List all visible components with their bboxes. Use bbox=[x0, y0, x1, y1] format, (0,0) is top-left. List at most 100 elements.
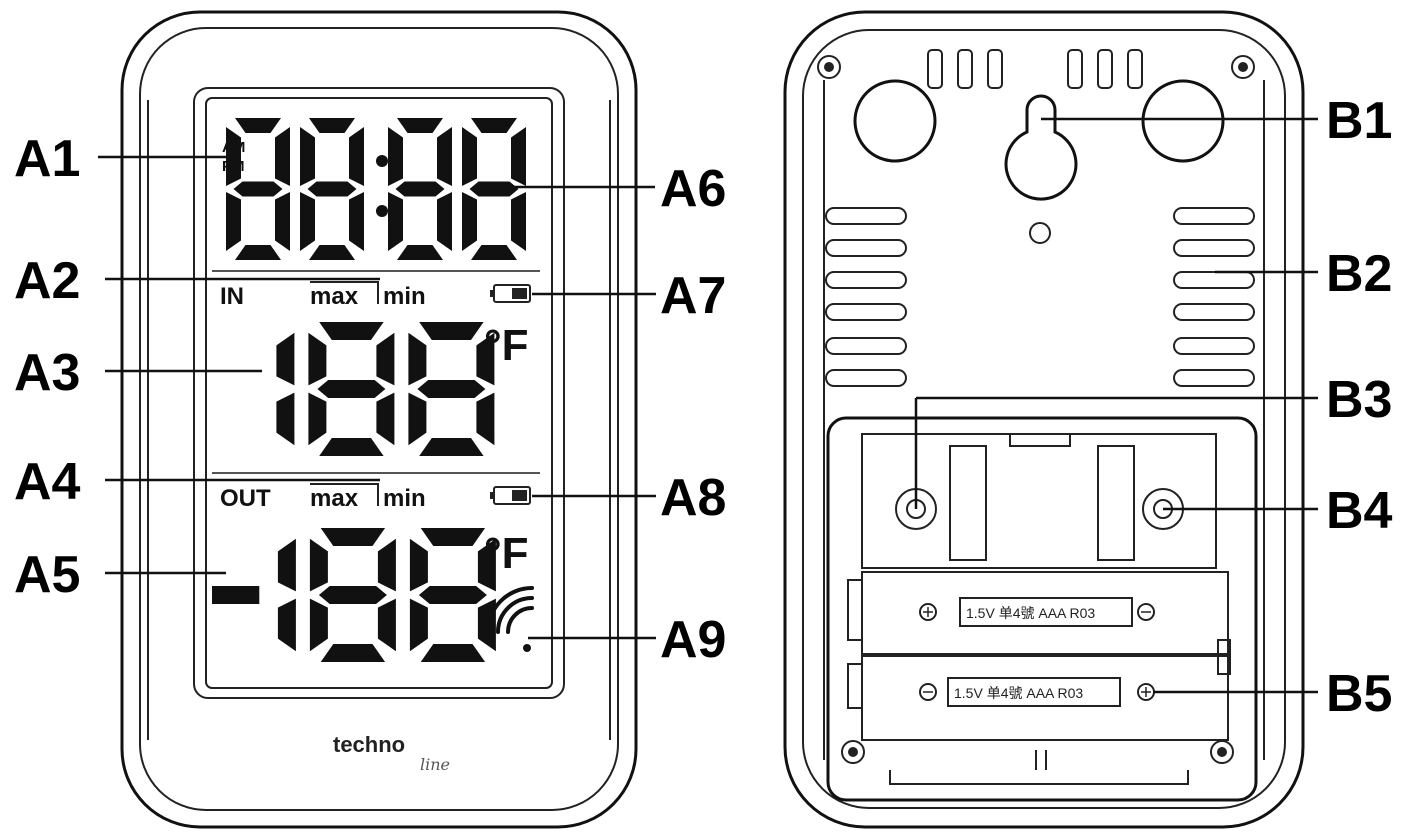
vent-slot bbox=[1173, 271, 1255, 289]
callout-a1: A1 bbox=[14, 130, 80, 188]
lcd-digit-2 bbox=[409, 528, 496, 662]
lcd-segment-f bbox=[388, 127, 403, 186]
lcd-segment-e bbox=[300, 192, 315, 251]
lcd-digit-2 bbox=[388, 118, 452, 260]
brand-logo-suffix: line bbox=[420, 755, 450, 774]
lcd-digit-3 bbox=[462, 118, 526, 260]
top-vent-slots bbox=[927, 49, 1143, 89]
vent-slot bbox=[1173, 369, 1255, 387]
battery-clip-right bbox=[1097, 445, 1135, 561]
lcd-segment-d bbox=[420, 644, 486, 662]
vent-slot bbox=[825, 239, 907, 257]
callout-a3: A3 bbox=[14, 344, 80, 402]
compartment-bottom-latch bbox=[889, 750, 1189, 785]
lcd-colon-bottom bbox=[376, 205, 388, 217]
callout-a8: A8 bbox=[660, 469, 726, 527]
lcd-segment-g bbox=[469, 181, 519, 197]
front-view: AM PM IN max min °F OUT max min ° bbox=[14, 10, 726, 829]
lcd-segment-c bbox=[511, 192, 526, 251]
lcd-segment-e bbox=[409, 598, 428, 652]
lcd-segment-d bbox=[471, 245, 517, 260]
lcd-segment-e bbox=[309, 598, 328, 652]
lcd-segment-d bbox=[320, 644, 386, 662]
battery-compartment bbox=[826, 416, 1258, 802]
lcd-min-label-in: min bbox=[383, 283, 426, 310]
lcd-segment-c bbox=[349, 192, 364, 251]
lcd-segment-g bbox=[318, 586, 387, 604]
battery-bottom-label: 1.5V 单4號 AAA R03 bbox=[954, 685, 1083, 701]
lcd-segment-a bbox=[420, 528, 486, 546]
lcd-segment-d bbox=[319, 438, 384, 456]
lcd-segment-g bbox=[307, 181, 357, 197]
lcd-segment-e bbox=[226, 192, 241, 251]
lcd-minus-sign bbox=[212, 586, 260, 604]
lcd-segment-d bbox=[397, 245, 443, 260]
lcd-segment-c bbox=[276, 392, 295, 446]
lcd-segment-b bbox=[276, 332, 295, 386]
lcd-digit-0 bbox=[276, 332, 295, 446]
battery-top: 1.5V 单4號 AAA R03 bbox=[847, 571, 1231, 675]
lcd-segment-b bbox=[476, 332, 495, 386]
lcd-segment-b bbox=[377, 538, 396, 592]
callout-b3: B3 bbox=[1326, 371, 1392, 429]
lcd-segment-g bbox=[233, 181, 283, 197]
rubber-foot-left bbox=[853, 79, 937, 163]
callout-a2: A2 bbox=[14, 252, 80, 310]
callout-b5: B5 bbox=[1326, 665, 1392, 723]
lcd-digit-0 bbox=[277, 538, 296, 652]
side-ventilation-slots bbox=[825, 207, 1255, 387]
lcd-segment-g bbox=[417, 380, 486, 398]
lcd-segment-f bbox=[226, 127, 241, 186]
vent-slot bbox=[1173, 207, 1255, 225]
lcd-segment-f bbox=[308, 332, 327, 386]
vent-slot bbox=[825, 207, 907, 225]
vent-slot bbox=[825, 303, 907, 321]
lcd-max-min-bracket-out bbox=[310, 483, 379, 506]
lcd-bezel bbox=[193, 87, 565, 699]
rubber-foot-right bbox=[1141, 79, 1225, 163]
lcd-segment-d bbox=[419, 438, 484, 456]
front-inner-housing bbox=[139, 27, 619, 811]
callout-b4: B4 bbox=[1326, 482, 1393, 540]
lcd-digit-1 bbox=[308, 322, 395, 456]
lcd-max-min-bracket-in bbox=[310, 281, 379, 304]
screw-hole-center bbox=[1029, 222, 1051, 244]
back-view: 1.5V 单4號 AAA R03 1.5V 单4號 AAA R03 B1 bbox=[783, 10, 1393, 829]
lcd-segment-a bbox=[319, 322, 384, 340]
lcd-out-label: OUT bbox=[220, 485, 271, 512]
lcd-segment-c bbox=[476, 392, 495, 446]
lcd-segment-b bbox=[349, 127, 364, 186]
lcd-segment-f bbox=[408, 332, 427, 386]
lcd-indoor-temperature bbox=[276, 322, 495, 456]
lcd-max-label-out: max bbox=[310, 485, 359, 512]
callout-a9: A9 bbox=[660, 611, 726, 669]
lcd-in-label: IN bbox=[220, 283, 244, 310]
lcd-segment-g bbox=[317, 380, 386, 398]
lcd-segment-f bbox=[409, 538, 428, 592]
lcd-segment-e bbox=[308, 392, 327, 446]
lcd-outdoor-temperature bbox=[212, 528, 496, 662]
callout-a6: A6 bbox=[660, 160, 726, 218]
compartment-top-tab bbox=[1009, 434, 1071, 447]
lcd-segment-b bbox=[277, 538, 296, 592]
front-leader-lines bbox=[98, 155, 656, 640]
lcd-segment-c bbox=[376, 392, 395, 446]
lcd-unit-outdoor: °F bbox=[484, 529, 528, 578]
lcd-segment-d bbox=[309, 245, 355, 260]
lcd-screen bbox=[205, 97, 553, 689]
back-inner-housing bbox=[802, 29, 1286, 809]
lcd-segment-b bbox=[376, 332, 395, 386]
lcd-digit-1 bbox=[309, 528, 396, 662]
lcd-segment-a bbox=[320, 528, 386, 546]
battery-top-label: 1.5V 单4號 AAA R03 bbox=[966, 605, 1095, 621]
lcd-digit-1 bbox=[300, 118, 364, 260]
lcd-segment-c bbox=[275, 192, 290, 251]
battery-icon-out bbox=[490, 486, 531, 505]
callout-b1: B1 bbox=[1326, 92, 1392, 150]
battery-clip-left bbox=[949, 445, 987, 561]
back-outer-housing bbox=[783, 10, 1305, 829]
lcd-segment-e bbox=[388, 192, 403, 251]
lcd-segment-a bbox=[309, 118, 355, 133]
signal-reception-icon bbox=[486, 586, 534, 652]
